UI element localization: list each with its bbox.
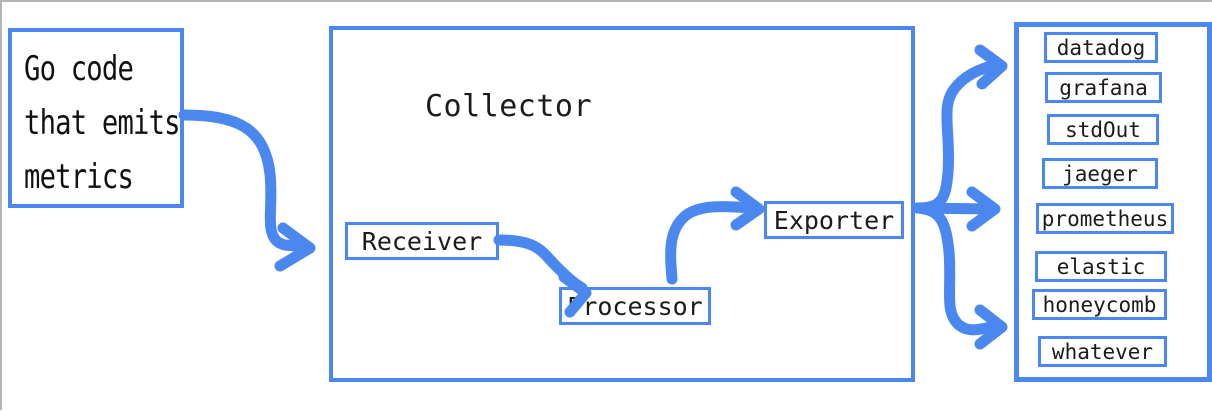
- destination-stdout[interactable]: stdOut: [1047, 114, 1159, 145]
- source-line-1: Go code: [24, 49, 134, 89]
- destination-label: honeycomb: [1042, 292, 1157, 317]
- destination-label: datadog: [1056, 35, 1146, 60]
- processor-box[interactable]: Processor: [559, 287, 711, 325]
- destination-label: prometheus: [1041, 206, 1169, 231]
- receiver-box[interactable]: Receiver: [345, 222, 499, 260]
- destination-honeycomb[interactable]: honeycomb: [1032, 289, 1167, 320]
- processor-label: Processor: [567, 291, 703, 321]
- exporter-label: Exporter: [773, 205, 895, 235]
- receiver-label: Receiver: [361, 226, 483, 256]
- destination-jaeger[interactable]: jaeger: [1042, 158, 1158, 189]
- destination-label: whatever: [1051, 339, 1154, 364]
- destination-label: elastic: [1056, 254, 1146, 279]
- arrow-exporter-fanout: [912, 44, 1008, 350]
- collector-title: Collector: [425, 89, 593, 124]
- destination-grafana[interactable]: grafana: [1045, 72, 1162, 103]
- destination-whatever[interactable]: whatever: [1038, 336, 1167, 367]
- exporter-box[interactable]: Exporter: [764, 201, 904, 239]
- destination-datadog[interactable]: datadog: [1044, 32, 1158, 63]
- go-code-source-box[interactable]: Go code that emits metrics: [8, 28, 184, 208]
- source-line-3: metrics: [24, 157, 134, 197]
- destination-prometheus[interactable]: prometheus: [1036, 203, 1174, 234]
- destination-label: grafana: [1059, 75, 1148, 100]
- destination-elastic[interactable]: elastic: [1035, 251, 1167, 282]
- destination-label: stdOut: [1065, 117, 1141, 142]
- destination-label: jaeger: [1062, 161, 1138, 186]
- source-line-2: that emits: [24, 103, 181, 143]
- arrow-source-to-receiver: [178, 109, 316, 272]
